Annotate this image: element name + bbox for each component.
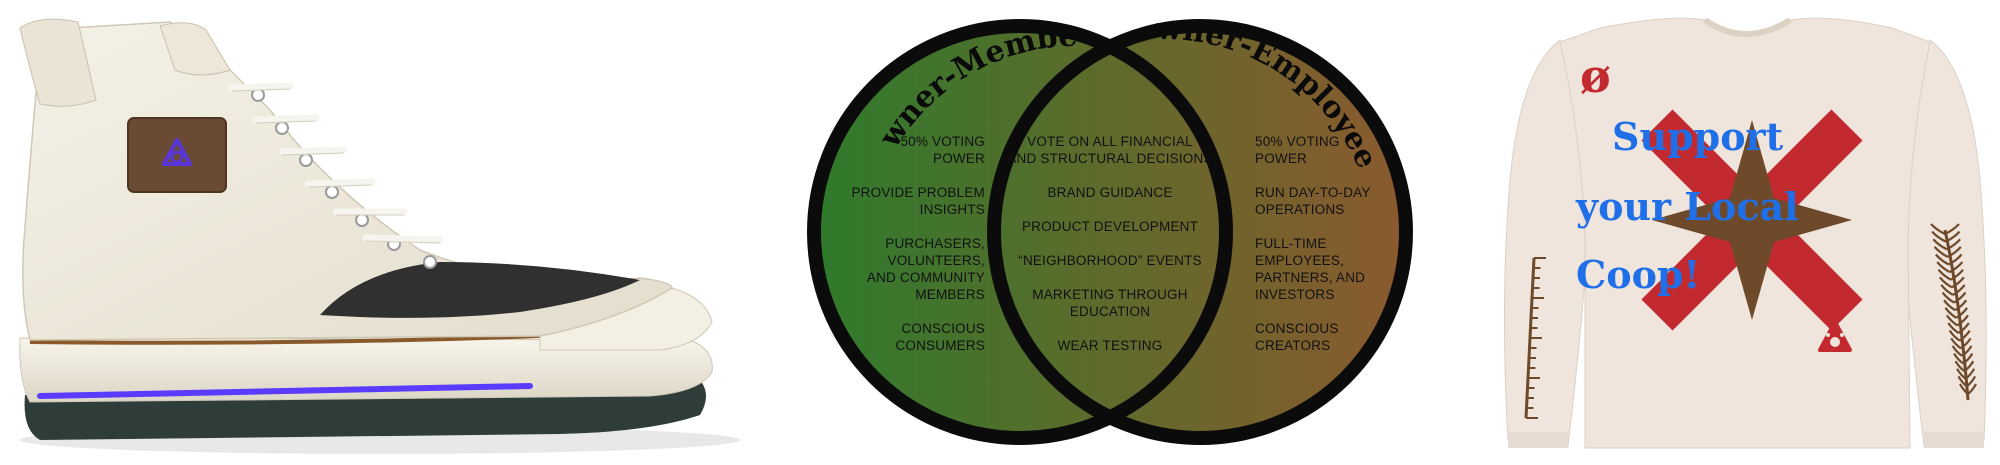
rubber-guard	[320, 262, 640, 318]
center-items-3-line-0: “NEIGHBORHOOD” EVENTS	[1018, 253, 1201, 268]
right-items-3-line-0: CONSCIOUS	[1255, 321, 1339, 336]
slogan-line-2: your Local	[1575, 184, 1799, 229]
left-items-1-line-1: INSIGHTS	[920, 202, 985, 217]
owner-members-list: 50% VOTING POWER PROVIDE PROBLEM INSIGHTS PU…	[851, 134, 985, 353]
left-items-0-line-0: 50% VOTING	[900, 134, 985, 149]
collar	[1703, 17, 1792, 37]
right-items-1-line-0: RUN DAY-TO-DAY	[1255, 185, 1371, 200]
right-items-0-line-1: POWER	[1255, 151, 1307, 166]
fern-icon	[1930, 223, 1977, 401]
tongue	[159, 22, 231, 76]
longsleeve-shirt-image: ø Support your Local Coop!	[1490, 0, 2000, 465]
ruler-icon	[1524, 257, 1546, 419]
left-items-2-line-1: VOLUNTEERS,	[888, 253, 985, 268]
owner-employees-circle	[994, 26, 1406, 438]
right-items-2-line-1: EMPLOYEES,	[1255, 253, 1344, 268]
center-items-5-line-0: WEAR TESTING	[1058, 338, 1163, 353]
triangle-knot-icon	[162, 138, 192, 166]
right-items-2-line-2: PARTNERS, AND	[1255, 270, 1365, 285]
laces	[228, 82, 444, 244]
center-items-1-line-0: BRAND GUIDANCE	[1047, 185, 1172, 200]
left-items-0-line-1: POWER	[933, 151, 985, 166]
left-items-1-line-0: PROVIDE PROBLEM	[851, 185, 985, 200]
venn-diagram: Owner-Members Owner-Employees 50% VOTING…	[800, 0, 1420, 465]
midsole	[19, 337, 713, 403]
star-graphic	[1641, 109, 1863, 331]
chest-symbol: ø	[1580, 49, 1611, 103]
venn-svg: Owner-Members Owner-Employees 50% VOTING…	[800, 0, 1413, 445]
center-items-0-line-0: VOTE ON ALL FINANCIAL	[1027, 134, 1193, 149]
triangle-knot-icon	[1818, 320, 1852, 352]
left-items-3-line-0: CONSCIOUS	[901, 321, 985, 336]
owner-members-outline	[807, 19, 1233, 445]
sneaker-image	[0, 0, 740, 465]
heel-pull-tab	[19, 18, 97, 107]
left-items-2-line-2: AND COMMUNITY	[867, 270, 985, 285]
shirt-illustration: ø Support your Local Coop!	[1503, 17, 1987, 449]
right-items-3-line-1: CREATORS	[1255, 338, 1330, 353]
left-items-2-line-3: MEMBERS	[915, 287, 985, 302]
right-items-1-line-1: OPERATIONS	[1255, 202, 1345, 217]
owner-employees-list: 50% VOTING POWER RUN DAY-TO-DAY OPERATIONS F…	[1255, 134, 1371, 353]
sole-purple-stripe	[37, 383, 533, 399]
center-items-4-line-0: MARKETING THROUGH	[1032, 287, 1187, 302]
center-items-0-line-1: AND STRUCTURAL DECISIONS	[1007, 151, 1212, 166]
owner-employees-outline	[987, 19, 1413, 445]
center-items-4-line-1: EDUCATION	[1070, 304, 1150, 319]
slogan-line-1: Support	[1612, 114, 1784, 159]
left-items-2-line-0: PURCHASERS,	[885, 236, 985, 251]
slogan-line-3: Coop!	[1576, 252, 1700, 297]
right-items-0-line-0: 50% VOTING	[1255, 134, 1340, 149]
sneaker-illustration	[19, 18, 740, 454]
shared-responsibilities-list: VOTE ON ALL FINANCIAL AND STRUCTURAL DECI…	[1007, 134, 1212, 353]
left-items-3-line-1: CONSUMERS	[895, 338, 985, 353]
right-items-2-line-3: INVESTORS	[1255, 287, 1335, 302]
center-items-2-line-0: PRODUCT DEVELOPMENT	[1022, 219, 1198, 234]
ankle-patch	[127, 117, 227, 193]
right-items-2-line-0: FULL-TIME	[1255, 236, 1327, 251]
